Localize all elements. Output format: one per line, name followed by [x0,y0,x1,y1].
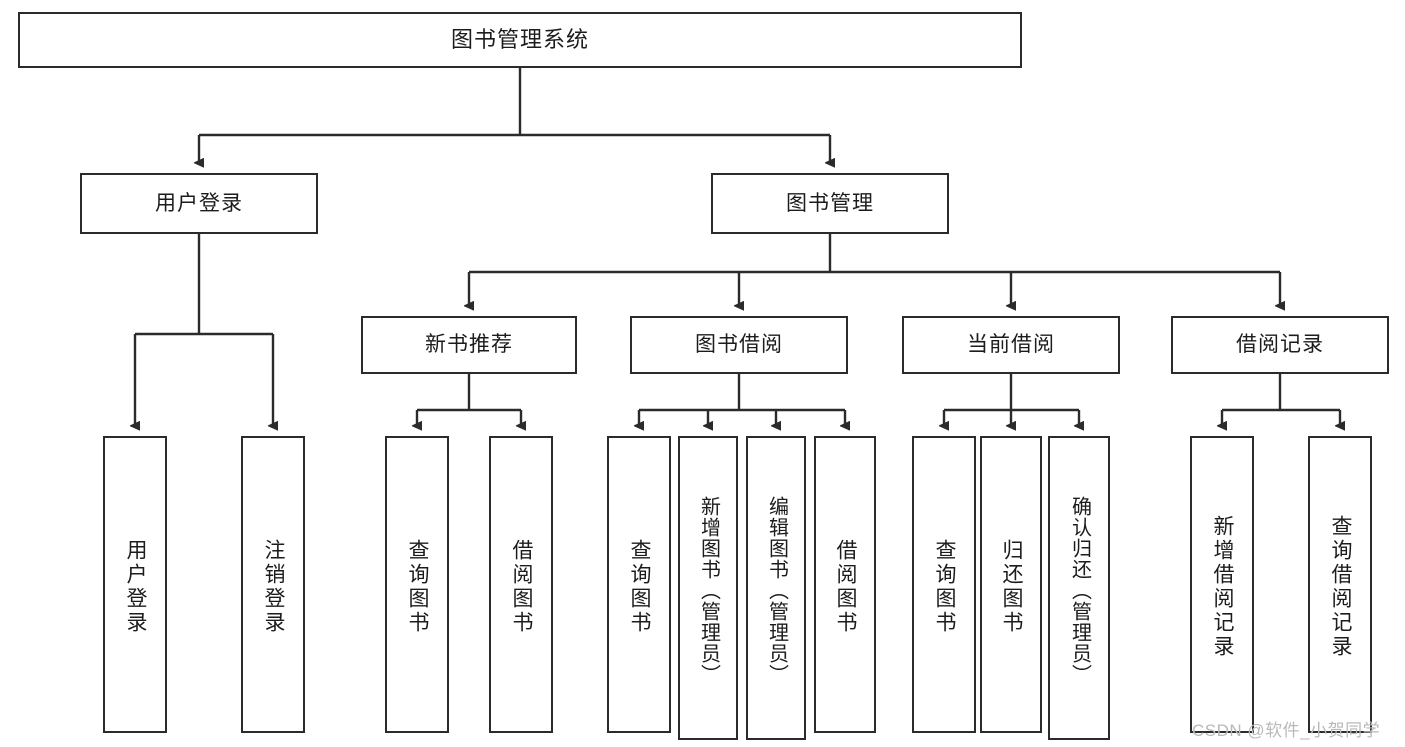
node-label: 查询借阅记录 [1329,514,1353,659]
node-label: 当前借阅 [967,333,1055,357]
node-label: 编辑图书（管理员） [765,495,788,685]
leaf-add-borrow-record[interactable]: 新增借阅记录 [1190,436,1254,733]
node-current-borrow[interactable]: 当前借阅 [902,316,1120,374]
node-book-management[interactable]: 图书管理 [711,173,949,234]
node-label: 用户登录 [124,538,148,635]
node-root-system[interactable]: 图书管理系统 [18,12,1022,68]
leaf-query-book-current[interactable]: 查询图书 [912,436,976,733]
node-label: 新增借阅记录 [1211,514,1235,659]
leaf-user-login[interactable]: 用户登录 [103,436,167,733]
node-label: 新增图书（管理员） [697,495,720,685]
node-label: 借阅图书 [510,538,534,635]
node-user-login[interactable]: 用户登录 [80,173,318,234]
leaf-borrow-book-recommend[interactable]: 借阅图书 [489,436,553,733]
leaf-borrow-book[interactable]: 借阅图书 [814,436,876,733]
node-label: 图书借阅 [695,333,783,357]
node-label: 确认归还（管理员） [1068,495,1091,685]
leaf-edit-book-admin[interactable]: 编辑图书（管理员） [746,436,806,740]
node-label: 查询图书 [628,538,652,635]
node-label: 借阅图书 [834,538,858,635]
leaf-return-book[interactable]: 归还图书 [980,436,1042,733]
leaf-query-book-recommend[interactable]: 查询图书 [385,436,449,733]
node-label: 借阅记录 [1236,333,1324,357]
node-label: 归还图书 [1000,538,1024,635]
node-label: 用户登录 [155,191,243,215]
leaf-query-borrow-record[interactable]: 查询借阅记录 [1308,436,1372,733]
node-label: 新书推荐 [425,333,513,357]
node-borrow-record[interactable]: 借阅记录 [1171,316,1389,374]
leaf-query-book-borrow[interactable]: 查询图书 [607,436,671,733]
node-label: 图书管理 [786,191,874,215]
node-book-borrow[interactable]: 图书借阅 [630,316,848,374]
leaf-confirm-return-admin[interactable]: 确认归还（管理员） [1048,436,1110,740]
leaf-logout[interactable]: 注销登录 [241,436,305,733]
node-label: 注销登录 [262,538,286,635]
node-label: 图书管理系统 [450,26,589,52]
node-label: 查询图书 [933,538,957,635]
node-label: 查询图书 [406,538,430,635]
leaf-add-book-admin[interactable]: 新增图书（管理员） [678,436,738,740]
node-new-book-recommend[interactable]: 新书推荐 [361,316,577,374]
csdn-watermark: CSDN @软件_小贺同学 [1192,721,1381,740]
